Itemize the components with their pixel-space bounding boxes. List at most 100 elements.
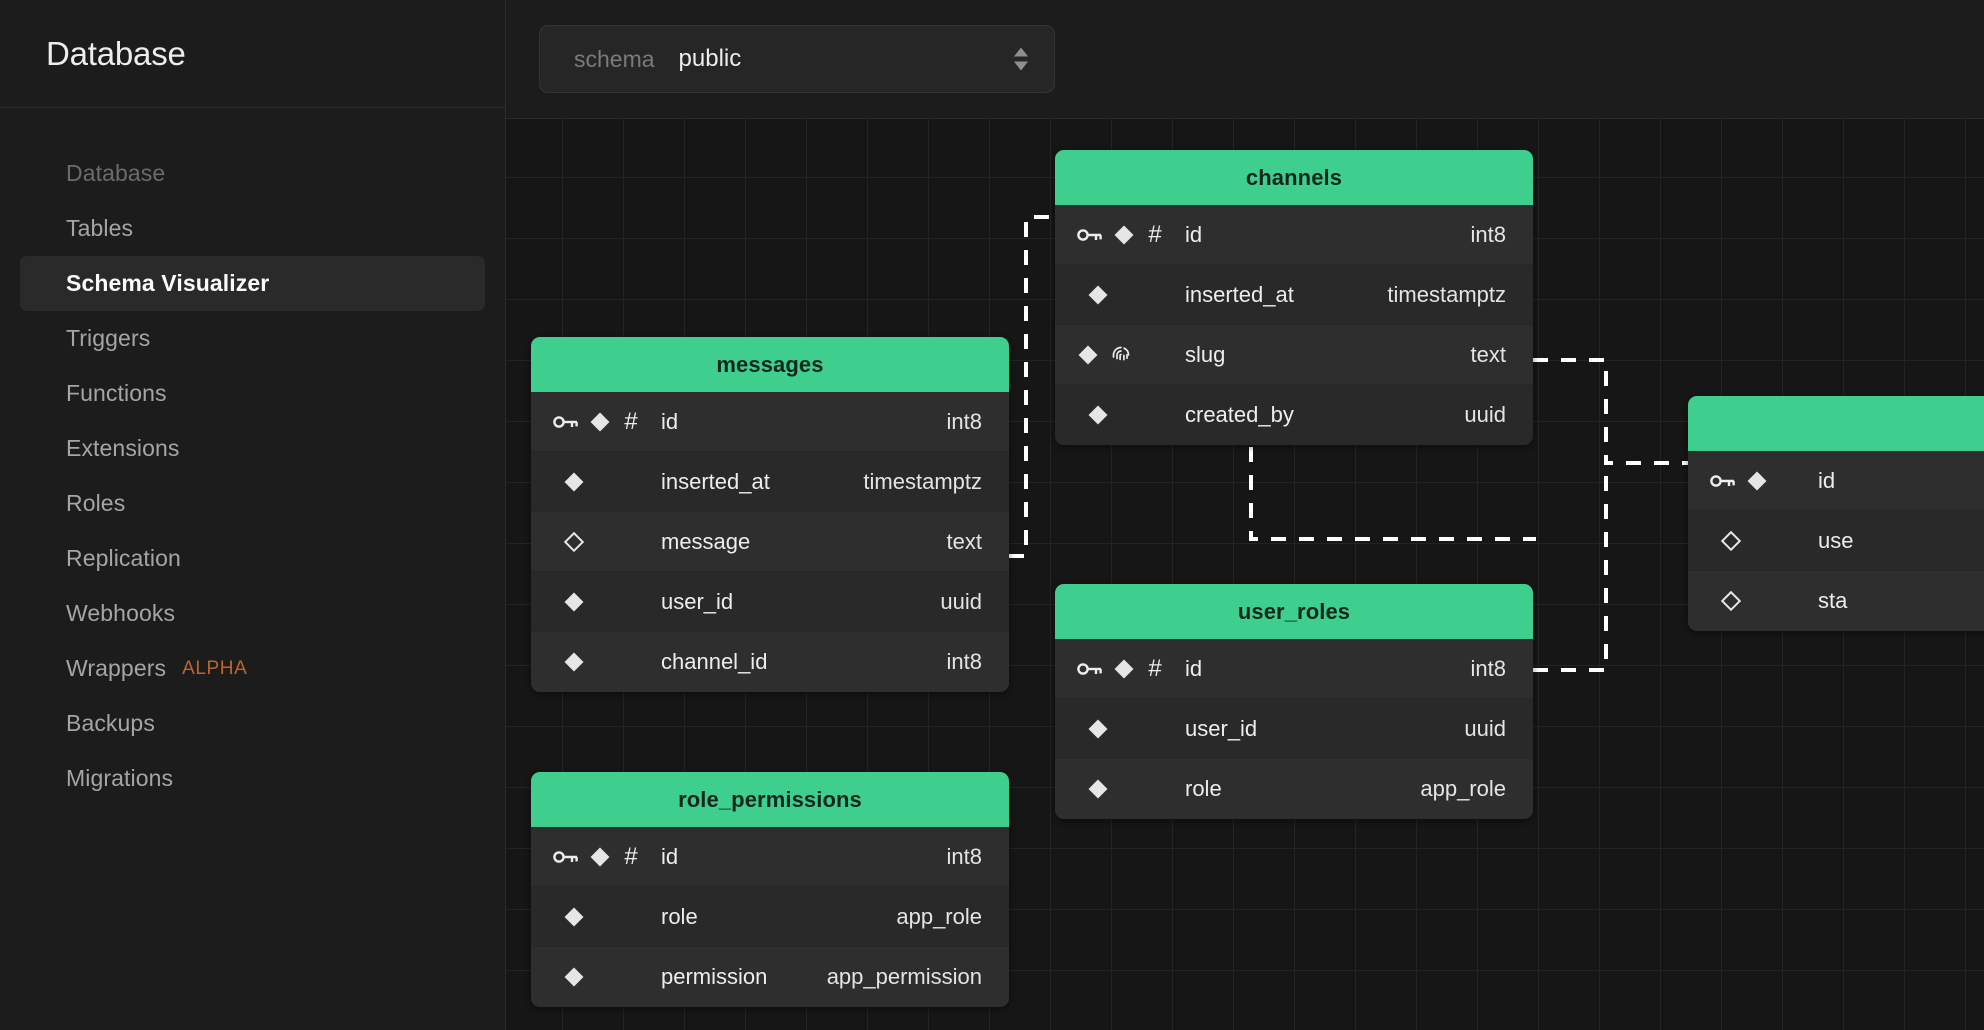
column-name: slug — [1185, 342, 1471, 368]
table-node-title: user_roles — [1238, 599, 1350, 625]
table-node-header[interactable]: role_permissions — [531, 772, 1009, 827]
sidebar-header: Database — [0, 0, 505, 108]
column-type: app_role — [896, 904, 982, 930]
diamond-hollow-icon — [563, 531, 585, 553]
sidebar-item-label: Migrations — [66, 765, 173, 792]
diamond-filled-icon — [563, 906, 585, 928]
sidebar-item-schema-visualizer[interactable]: Schema Visualizer — [20, 256, 485, 311]
diamond-filled-icon — [563, 966, 585, 988]
hash-icon: # — [1145, 657, 1165, 681]
table-node-title: channels — [1246, 165, 1342, 191]
hash-icon: # — [621, 845, 641, 869]
column-type: app_role — [1420, 776, 1506, 802]
table-row[interactable]: user_iduuid — [531, 572, 1009, 632]
column-icons — [1077, 284, 1185, 306]
sidebar-item-roles[interactable]: Roles — [20, 476, 485, 531]
column-type: int8 — [1471, 222, 1506, 248]
column-type: text — [947, 529, 982, 555]
column-name: message — [661, 529, 947, 555]
sidebar-item-backups[interactable]: Backups — [20, 696, 485, 751]
column-name: user_id — [1185, 716, 1464, 742]
table-node-user_roles[interactable]: user_roles #idint8user_iduuidroleapp_role — [1055, 584, 1533, 819]
table-row[interactable]: #idint8 — [531, 827, 1009, 887]
table-row[interactable]: # idint8 — [531, 392, 1009, 452]
schema-canvas[interactable]: channels#idint8inserted_attimestamptzslu… — [506, 119, 1984, 1030]
table-node-header[interactable]: channels — [1055, 150, 1533, 205]
table-row[interactable]: inserted_attimestamptz — [1055, 265, 1533, 325]
sidebar-item-label: Triggers — [66, 325, 150, 352]
table-row[interactable]: inserted_attimestamptz — [531, 452, 1009, 512]
sidebar-item-functions[interactable]: Functions — [20, 366, 485, 421]
column-type: uuid — [940, 589, 982, 615]
sidebar-item-label: Wrappers — [66, 655, 166, 682]
table-node-header[interactable]: messages — [531, 337, 1009, 392]
column-name: user_id — [661, 589, 940, 615]
table-row[interactable]: messagetext — [531, 512, 1009, 572]
main-content: schema public — [506, 0, 1984, 1030]
sidebar-item-triggers[interactable]: Triggers — [20, 311, 485, 366]
sidebar-item-label: Webhooks — [66, 600, 175, 627]
column-type: int8 — [947, 844, 982, 870]
diamond-filled-icon — [1077, 344, 1099, 366]
column-type: int8 — [947, 409, 982, 435]
column-icons: # — [1077, 657, 1185, 681]
sidebar-item-wrappers[interactable]: Wrappers ALPHA — [20, 641, 485, 696]
table-row[interactable]: use — [1688, 511, 1984, 571]
table-row[interactable]: id — [1688, 451, 1984, 511]
diamond-filled-icon — [563, 651, 585, 673]
sidebar-item-label: Database — [66, 160, 165, 187]
table-node-channels[interactable]: channels#idint8inserted_attimestamptzslu… — [1055, 150, 1533, 445]
table-node-title: messages — [716, 352, 823, 378]
hash-icon: # — [621, 410, 641, 434]
column-icons: # — [553, 845, 661, 869]
hash-icon: # — [1145, 223, 1165, 247]
sidebar-item-label: Roles — [66, 490, 125, 517]
table-row[interactable]: slugtext — [1055, 325, 1533, 385]
page-title: Database — [46, 35, 186, 73]
diamond-filled-icon — [1087, 284, 1109, 306]
sidebar-item-label: Extensions — [66, 435, 180, 462]
chevron-up-down-icon[interactable] — [1014, 48, 1028, 71]
diamond-filled-icon — [563, 591, 585, 613]
column-icons — [1710, 470, 1818, 492]
table-row[interactable]: permissionapp_permission — [531, 947, 1009, 1007]
diamond-filled-icon — [1087, 778, 1109, 800]
sidebar-item-migrations[interactable]: Migrations — [20, 751, 485, 806]
column-name: role — [661, 904, 896, 930]
table-row[interactable]: user_iduuid — [1055, 699, 1533, 759]
sidebar-item-extensions[interactable]: Extensions — [20, 421, 485, 476]
table-row[interactable]: roleapp_role — [531, 887, 1009, 947]
table-row[interactable]: #idint8 — [1055, 205, 1533, 265]
sidebar-item-replication[interactable]: Replication — [20, 531, 485, 586]
column-type: timestamptz — [1387, 282, 1506, 308]
sidebar-item-webhooks[interactable]: Webhooks — [20, 586, 485, 641]
status-badge: ALPHA — [182, 658, 247, 680]
table-row[interactable]: roleapp_role — [1055, 759, 1533, 819]
schema-select[interactable]: schema public — [539, 25, 1055, 93]
column-type: text — [1471, 342, 1506, 368]
diamond-hollow-icon — [1720, 530, 1742, 552]
diamond-filled-icon — [1087, 718, 1109, 740]
column-icons — [553, 471, 661, 493]
table-row[interactable]: created_byuuid — [1055, 385, 1533, 445]
column-name: permission — [661, 964, 827, 990]
table-row[interactable]: channel_idint8 — [531, 632, 1009, 692]
table-row[interactable]: #idint8 — [1055, 639, 1533, 699]
table-node-role_permissions[interactable]: role_permissions#idint8roleapp_rolepermi… — [531, 772, 1009, 1007]
table-node-header[interactable]: user_roles — [1055, 584, 1533, 639]
sidebar-item-database[interactable]: Database — [20, 146, 485, 201]
diamond-hollow-icon — [1720, 590, 1742, 612]
column-name: id — [661, 409, 947, 435]
table-row[interactable]: sta — [1688, 571, 1984, 631]
table-node-users[interactable]: idusesta — [1688, 396, 1984, 631]
column-name: created_by — [1185, 402, 1464, 428]
diamond-filled-icon — [589, 411, 611, 433]
table-node-messages[interactable]: messages#idint8inserted_attimestamptzmes… — [531, 337, 1009, 692]
sidebar-item-label: Tables — [66, 215, 133, 242]
table-node-header[interactable] — [1688, 396, 1984, 451]
sidebar-item-tables[interactable]: Tables — [20, 201, 485, 256]
fingerprint-icon — [1109, 343, 1133, 367]
column-icons — [1077, 404, 1185, 426]
key-icon — [1077, 658, 1103, 680]
